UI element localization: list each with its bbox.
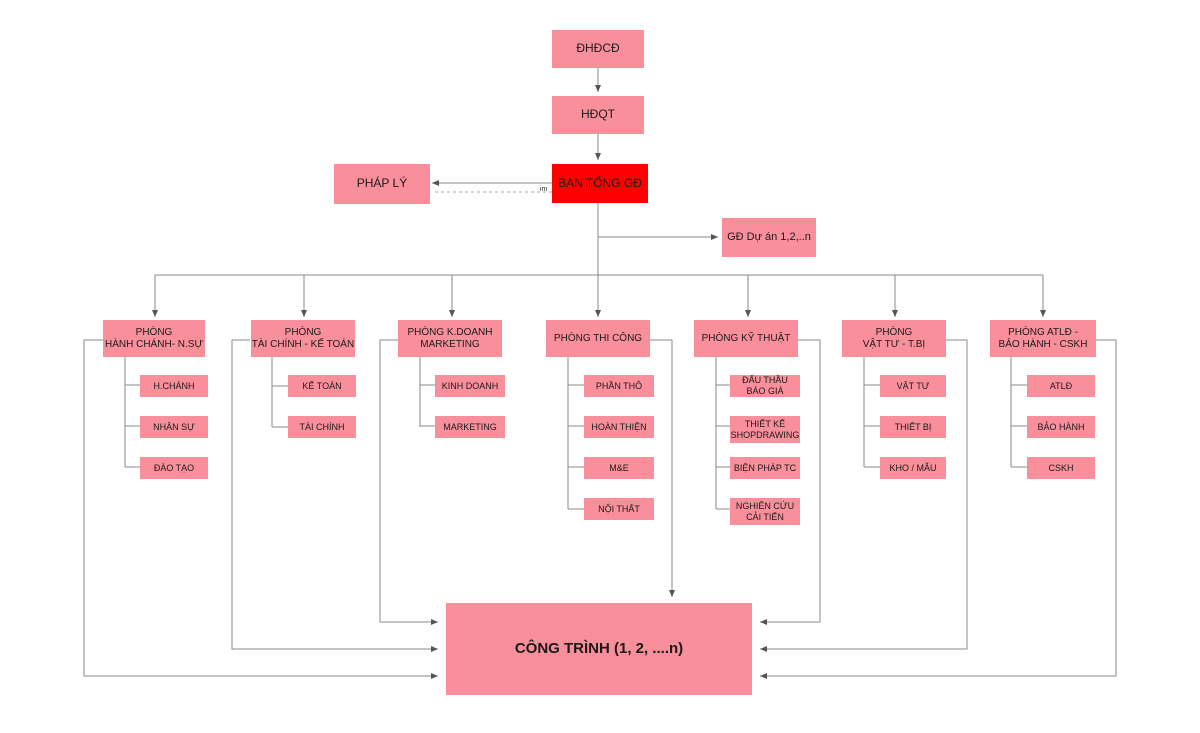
small-label: im [540, 186, 548, 193]
department-box-4: PHÒNG THI CÔNG [546, 320, 650, 357]
sub-unit-box: BẢO HÀNH [1027, 416, 1095, 438]
department-box-3: PHÒNG K.DOANH MARKETING [398, 320, 502, 357]
sub-unit-box: NGHIÊN CỨU CẢI TIẾN [730, 498, 800, 525]
department-box-5: PHÒNG KỸ THUẬT [694, 320, 798, 357]
sub-unit-box: H.CHÁNH [140, 375, 208, 397]
sub-unit-box: THIẾT KẾ SHOPDRAWING [730, 416, 800, 443]
sub-unit-box: CSKH [1027, 457, 1095, 479]
sub-unit-box: NỘI THẤT [584, 498, 654, 520]
sub-unit-box: M&E [584, 457, 654, 479]
department-box-7: PHÒNG ATLĐ - BẢO HÀNH - CSKH [990, 320, 1096, 357]
sub-unit-box: VẬT TƯ [880, 375, 946, 397]
department-box-1: PHÒNG HÀNH CHÁNH- N.SỰ [103, 320, 205, 357]
sub-unit-box: KINH DOANH [435, 375, 505, 397]
department-box-2: PHÒNG TÀI CHÍNH - KẾ TOÁN [251, 320, 355, 357]
sub-unit-box: PHẦN THÔ [584, 375, 654, 397]
gd-du-an-box: GĐ Dự án 1,2,..n [722, 218, 816, 257]
sub-unit-box: KHO / MẪU [880, 457, 946, 479]
hdqt-box: HĐQT [552, 96, 644, 134]
sub-unit-box: BIỆN PHÁP TC [730, 457, 800, 479]
sub-unit-box: TÀI CHÍNH [288, 416, 356, 438]
cong-trinh-box: CÔNG TRÌNH (1, 2, ....n) [446, 603, 752, 695]
sub-unit-box: KẾ TOÁN [288, 375, 356, 397]
sub-unit-box: ĐÀO TẠO [140, 457, 208, 479]
sub-unit-box: NHÂN SỰ [140, 416, 208, 438]
sub-unit-box: HOÀN THIỆN [584, 416, 654, 438]
sub-unit-box: ĐẤU THẦU BÁO GIÁ [730, 375, 800, 397]
sub-unit-box: ATLĐ [1027, 375, 1095, 397]
department-box-6: PHÒNG VẬT TƯ - T.BỊ [842, 320, 946, 357]
sub-unit-box: THIẾT BỊ [880, 416, 946, 438]
ban-tong-gd-box: BAN TỔNG GĐ [552, 164, 648, 203]
dhdcd-box: ĐHĐCĐ [552, 30, 644, 68]
phap-ly-box: PHÁP LÝ [334, 164, 430, 204]
sub-unit-box: MARKETING [435, 416, 505, 438]
